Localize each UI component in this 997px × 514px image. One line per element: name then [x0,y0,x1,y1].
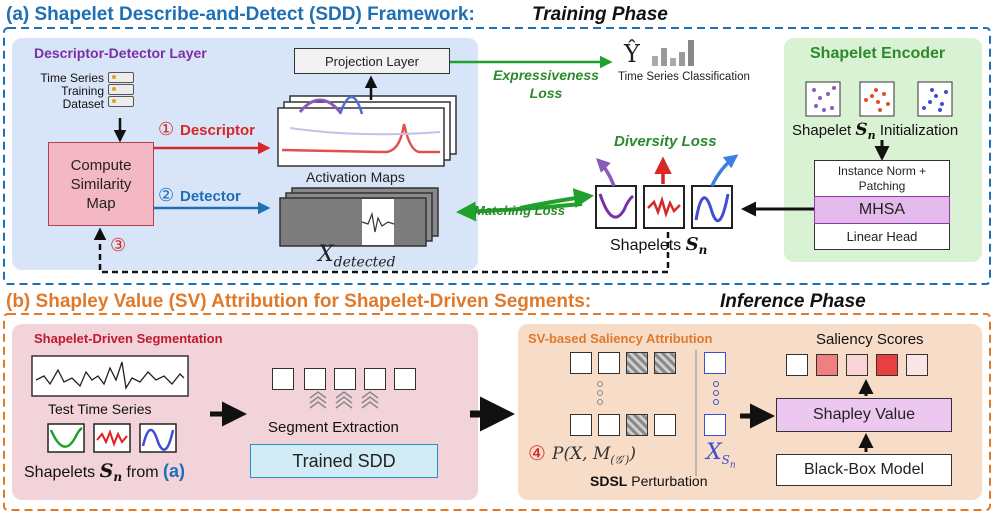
dataset-label: Time Series Training Dataset [40,71,104,111]
segment-box [364,368,386,390]
saliency-score-box [876,354,898,376]
scatter-icon-blue [918,82,952,116]
detected-map-front [279,197,427,247]
saliency-scores-label: Saliency Scores [816,331,924,348]
segment-extraction-label: Segment Extraction [268,419,399,436]
ts-classification-label: Time Series Classification [618,71,750,83]
shapley-value-box: Shapley Value [776,398,952,432]
mhsa-box: MHSA [814,196,950,224]
perturb-segment [570,414,592,436]
perturb-masked [654,352,676,374]
step2-label: Detector [180,188,241,205]
segment-box [394,368,416,390]
y-hat-symbol: Ŷ [624,40,640,68]
step1-label: Descriptor [180,122,256,139]
sdsl-perturbation-label: SDSL Perturbation [590,473,708,489]
step4-number: ④ [528,443,546,465]
perturb-segment [654,414,676,436]
perturbation-formula: P(X, M(𝒢′)) [552,444,636,467]
matching-loss-label: Matching Loss [474,203,566,218]
database-icon [108,72,134,107]
test-series-box [31,355,189,397]
test-time-series-label: Test Time Series [48,401,152,417]
shapelets-from-label: Shapelets Sn from (a) [24,460,185,485]
black-box-model-box: Black-Box Model [776,454,952,486]
x-sn-label: XSn [706,440,736,471]
perturb-masked [626,414,648,436]
x-detected-label: Xdetected [318,242,396,271]
shapelet-box-purple [595,185,637,229]
shapelets-label: Shapelets Sn [610,234,708,258]
segmentation-title: Shapelet-Driven Segmentation [34,331,223,346]
shapelet-encoder-title: Shapelet Encoder [810,45,946,62]
saliency-score-box [906,354,928,376]
scatter-icon-purple [806,82,840,116]
segment-box [304,368,326,390]
perturb-segment [570,352,592,374]
step2-number: ② [158,185,175,205]
perturb-masked [626,352,648,374]
saliency-score-box [846,354,868,376]
perturb-segment [598,414,620,436]
training-phase-label: Training Phase [532,4,668,25]
trained-sdd-box: Trained SDD [250,444,438,478]
inference-title: (b) Shapley Value (SV) Attribution for S… [6,291,592,312]
saliency-score-box [816,354,838,376]
projection-layer-box: Projection Layer [294,48,450,74]
scatter-icon-red [860,82,894,116]
descriptor-detector-title: Descriptor-Detector Layer [34,45,207,61]
step1-number: ① [158,119,175,139]
training-title: (a) Shapelet Describe-and-Detect (SDD) F… [6,4,475,25]
instance-norm-box: Instance Norm + Patching [814,160,950,196]
saliency-title: SV-based Saliency Attribution [528,331,713,346]
diversity-loss-label: Diversity Loss [614,133,717,150]
activation-maps-label: Activation Maps [306,169,405,185]
expressiveness-loss-label: Expressiveness Loss [493,67,599,101]
activation-map-front [277,107,445,167]
shapelet-segment [704,414,726,436]
feedback-path [93,227,670,274]
segment-box [334,368,356,390]
compute-similarity-map-box: Compute Similarity Map [48,142,154,226]
linear-head-box: Linear Head [814,224,950,250]
perturb-segment [598,352,620,374]
inference-phase-label: Inference Phase [720,291,866,312]
step3-number: ③ [110,235,127,255]
segment-box [272,368,294,390]
saliency-score-box [786,354,808,376]
shapelet-segment [704,352,726,374]
encoder-init-label: Shapelet Sn Initialization [792,120,959,142]
